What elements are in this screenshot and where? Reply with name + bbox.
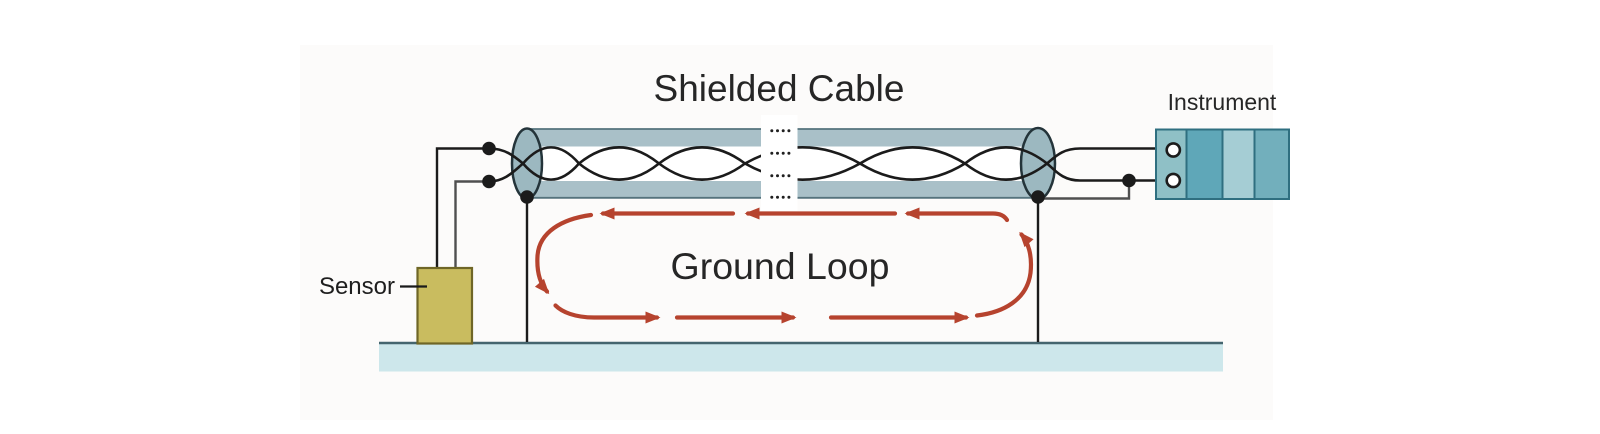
sensor-wires bbox=[435, 147, 484, 269]
instrument-terminal-high bbox=[1165, 142, 1182, 158]
cable-break-band bbox=[761, 115, 798, 211]
label-sensor: Sensor bbox=[319, 273, 395, 300]
loop-arrow-bottom-left bbox=[553, 303, 661, 324]
instrument-terminal-low bbox=[1165, 172, 1182, 189]
loop-arrow-right-arc bbox=[974, 231, 1034, 318]
ground-loop-arrows bbox=[534, 207, 1034, 324]
twisted-pair-wires bbox=[488, 146, 1164, 183]
instrument-section-4 bbox=[1253, 128, 1290, 200]
junction-dot-shield-left bbox=[520, 190, 534, 204]
junction-dot-instrument-low bbox=[1122, 173, 1136, 188]
sensor-box bbox=[400, 266, 474, 345]
title-shielded-cable: Shielded Cable bbox=[654, 68, 905, 109]
cable-cap-right bbox=[1019, 126, 1057, 201]
instrument-section-2 bbox=[1185, 128, 1224, 200]
signal-wire-high bbox=[488, 146, 1164, 182]
label-ground-loop: Ground Loop bbox=[671, 245, 890, 287]
junction-dot-shield-right bbox=[1031, 190, 1045, 204]
junction-dots bbox=[482, 141, 1136, 204]
sensor-wire-low bbox=[454, 180, 484, 269]
sensor-wire-high bbox=[435, 147, 484, 269]
junction-dot-sensor-high bbox=[482, 141, 496, 156]
instrument-section-3 bbox=[1221, 128, 1256, 200]
ground-plane bbox=[379, 341, 1223, 372]
break-dots bbox=[770, 129, 791, 199]
junction-dot-sensor-low bbox=[482, 174, 496, 189]
cable-cap-left bbox=[510, 127, 544, 200]
instrument-box bbox=[1155, 128, 1290, 200]
instrument-section-1 bbox=[1155, 128, 1188, 200]
label-instrument: Instrument bbox=[1168, 89, 1277, 115]
loop-arrow-top-right bbox=[904, 207, 1010, 223]
loop-arrow-left-arc bbox=[534, 212, 594, 295]
signal-wire-low bbox=[488, 146, 1164, 183]
